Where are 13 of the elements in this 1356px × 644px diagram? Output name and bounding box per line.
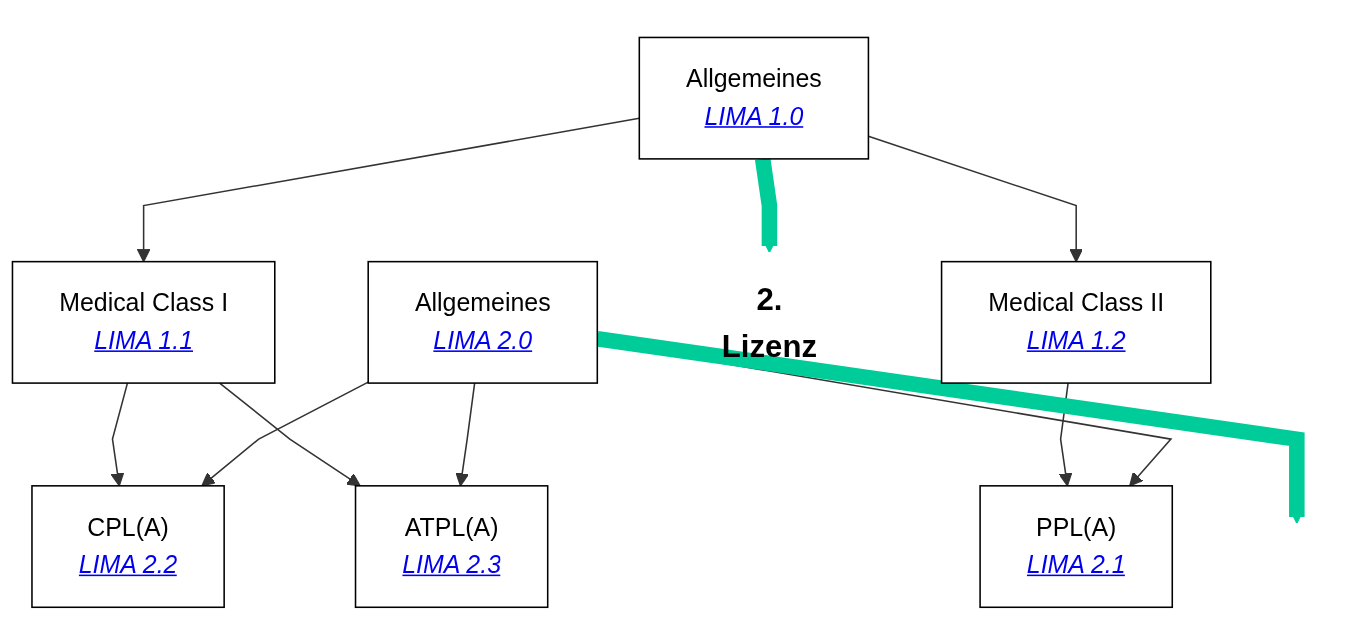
arrow <box>110 381 129 487</box>
node-box: ATPL(A) LIMA 2.3 <box>354 484 549 608</box>
node-box: Medical Class II LIMA 1.2 <box>940 260 1212 384</box>
node-box: Allgemeines LIMA 2.0 <box>367 260 599 384</box>
arrow <box>455 381 476 487</box>
arrow <box>218 381 361 487</box>
arrow <box>754 157 778 253</box>
node-box: Allgemeines LIMA 1.0 <box>638 36 870 160</box>
node-box: PPL(A) LIMA 2.1 <box>979 484 1174 608</box>
node-box: Medical Class I LIMA 1.1 <box>11 260 276 384</box>
arrow <box>201 380 369 487</box>
node-text: 2. Lizenz <box>721 281 818 363</box>
node-box: CPL(A) LIMA 2.2 <box>31 484 225 608</box>
